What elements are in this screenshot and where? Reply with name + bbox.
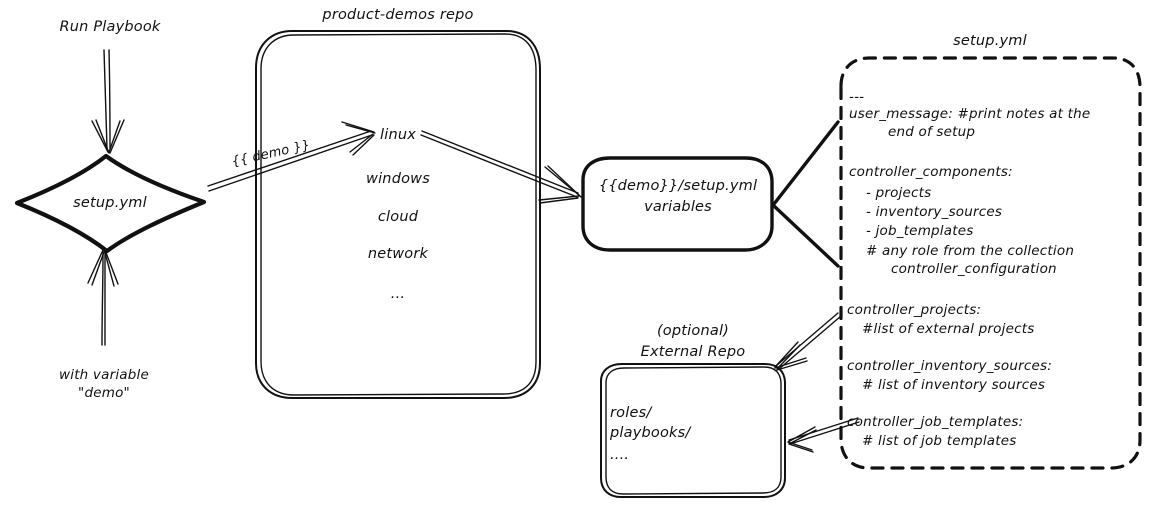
node-setup-yml-diamond[interactable]	[14, 153, 207, 254]
node-setup-yml-file[interactable]	[839, 56, 1142, 470]
arrow-run-playbook	[91, 49, 125, 154]
node-external-repo[interactable]	[600, 363, 786, 498]
run-playbook-label: Run Playbook	[59, 19, 161, 35]
external-repo-item-playbooks: playbooks/	[610, 425, 691, 441]
node-product-demos-repo[interactable]	[255, 30, 541, 399]
setup-line-any-role-comment: # any role from the collection	[866, 243, 1075, 259]
with-variable-label-line1: with variable	[59, 367, 149, 383]
external-repo-title-line2: External Repo	[640, 344, 746, 360]
repo-item-cloud[interactable]: cloud	[377, 209, 419, 225]
setup-line-controller-projects: controller_projects:	[847, 302, 982, 318]
external-repo-item-roles: roles/	[610, 405, 652, 421]
setup-line-controller-job-templates: controller_job_templates:	[847, 414, 1024, 430]
setup-yml-node-label: setup.yml	[73, 195, 147, 211]
setup-yml-file-title: setup.yml	[953, 33, 1027, 49]
setup-line-controller-inventory-sources: controller_inventory_sources:	[847, 358, 1052, 374]
connector-setup-to-variables	[772, 120, 840, 268]
repo-item-network[interactable]: network	[367, 246, 429, 262]
setup-line-doc-start: ---	[849, 89, 865, 105]
arrow-projects-to-external-repo	[774, 312, 842, 371]
setup-line-inventory-sources: - inventory_sources	[866, 204, 1003, 220]
setup-line-controller-components: controller_components:	[849, 164, 1013, 180]
setup-line-controller-job-templates-comment: # list of job templates	[862, 433, 1017, 449]
arrow-linux-to-variables	[420, 130, 582, 204]
variables-node-line2: variables	[644, 199, 712, 215]
variables-node-line1: {{demo}}/setup.yml	[598, 178, 758, 194]
external-repo-title-line1: (optional)	[656, 323, 730, 339]
setup-line-controller-inventory-sources-comment: # list of inventory sources	[862, 377, 1046, 393]
arrow-job-templates-to-external-repo	[787, 417, 860, 453]
arrow-with-variable	[87, 249, 119, 346]
arrow-demo-to-linux	[207, 121, 376, 192]
setup-line-user-message-cont: end of setup	[888, 124, 976, 140]
node-demo-setup-variables[interactable]	[581, 156, 774, 252]
setup-line-projects: - projects	[866, 185, 932, 201]
setup-line-controller-projects-comment: #list of external projects	[862, 321, 1035, 337]
product-demos-repo-title: product-demos repo	[322, 7, 474, 23]
external-repo-item-ellipsis: ....	[610, 447, 630, 463]
setup-line-user-message: user_message: #print notes at the	[849, 106, 1091, 122]
with-variable-label-line2: "demo"	[78, 385, 130, 401]
setup-line-job-templates: - job_templates	[866, 223, 974, 239]
repo-item-ellipsis: ...	[390, 286, 406, 302]
setup-line-controller-configuration: controller_configuration	[891, 261, 1057, 277]
repo-item-windows[interactable]: windows	[366, 171, 430, 187]
repo-item-linux[interactable]: linux	[379, 127, 417, 143]
